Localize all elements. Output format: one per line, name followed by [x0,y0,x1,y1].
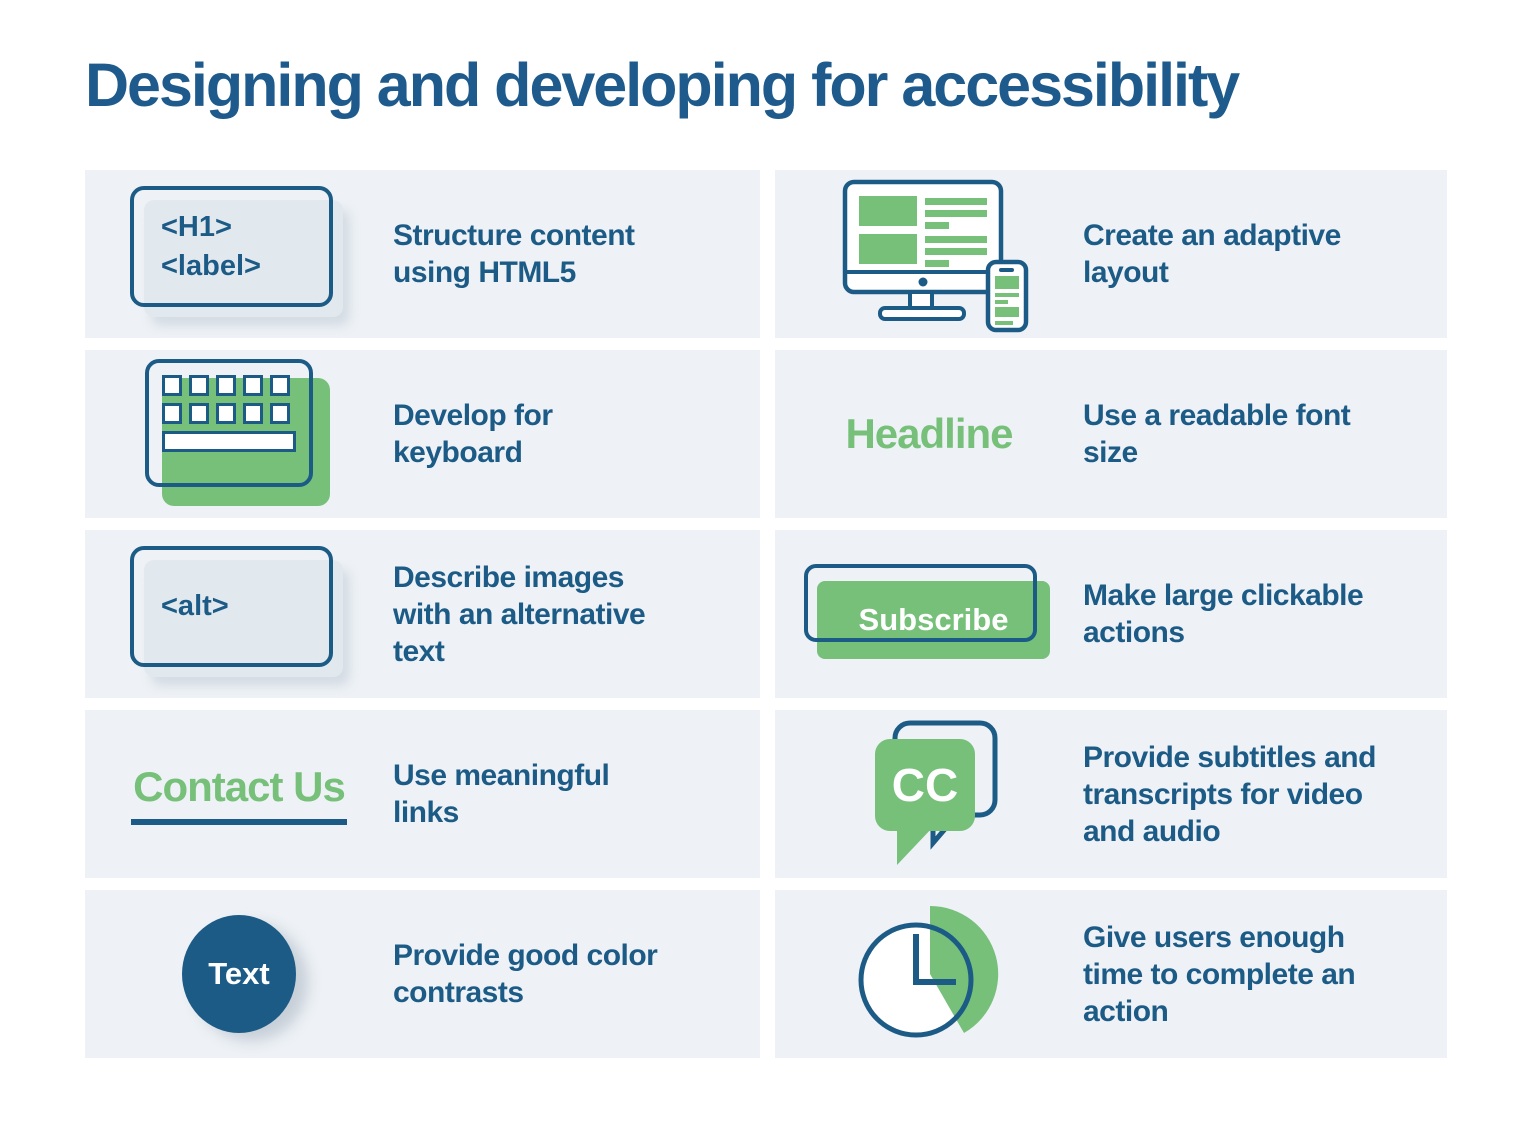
card-desc: Create an adaptive layout [1083,219,1341,289]
spacebar-key [162,431,296,452]
card-color-contrast: Text Provide good color contrasts [85,890,760,1058]
cc-label: CC [891,759,957,811]
contact-us-link-icon: Contact Us [131,763,347,825]
h1-label-code-box-icon: <H1> <label> [130,186,348,322]
card-enough-time: Give users enough time to complete an ac… [775,890,1447,1058]
text-circle-label: Text [208,956,270,991]
card-desc: Structure content using HTML5 [393,219,635,289]
clock-icon [858,905,999,1037]
card-clickable-actions: Subscribe Make large clickable actions [775,530,1447,698]
card-desc: Develop for keyboard [393,399,553,469]
cc-speech-bubble-icon: CC [874,720,997,865]
subscribe-button-icon: Subscribe [804,564,1054,664]
card-subtitles: CC Provide subtitles and transcripts for… [775,710,1447,878]
h1-label-code-text: <H1> <label> [161,210,261,282]
card-desc: Provide subtitles and transcripts for vi… [1083,740,1376,848]
headline-sample-text: Headline [845,410,1013,457]
tips-grid: <H1> <label> Structure content using HTM… [85,170,1447,1058]
card-adaptive-layout: Create an adaptive layout [775,170,1447,338]
card-font-size: Headline Use a readable font size [775,350,1447,518]
card-desc: Make large clickable actions [1083,579,1364,649]
adaptive-devices-icon [842,179,1029,332]
card-desc: Describe images with an alternative text [393,560,646,668]
card-desc: Use a readable font size [1083,399,1351,469]
card-desc: Provide good color contrasts [393,939,658,1009]
alt-code-box-icon: <alt> [130,546,348,682]
card-keyboard: Develop for keyboard [85,350,760,518]
keyboard-icon [145,359,333,509]
card-structure-html5: <H1> <label> Structure content using HTM… [85,170,760,338]
text-contrast-circle-icon: Text [182,915,296,1033]
subscribe-button-label: Subscribe [858,602,1009,637]
page-title: Designing and developing for accessibili… [85,51,1240,119]
alt-code-text: <alt> [161,590,229,622]
card-desc: Use meaningful links [393,759,610,829]
card-desc: Give users enough time to complete an ac… [1083,920,1356,1028]
card-alt-text: <alt> Describe images with an alternativ… [85,530,760,698]
card-meaningful-links: Contact Us Use meaningful links [85,710,760,878]
